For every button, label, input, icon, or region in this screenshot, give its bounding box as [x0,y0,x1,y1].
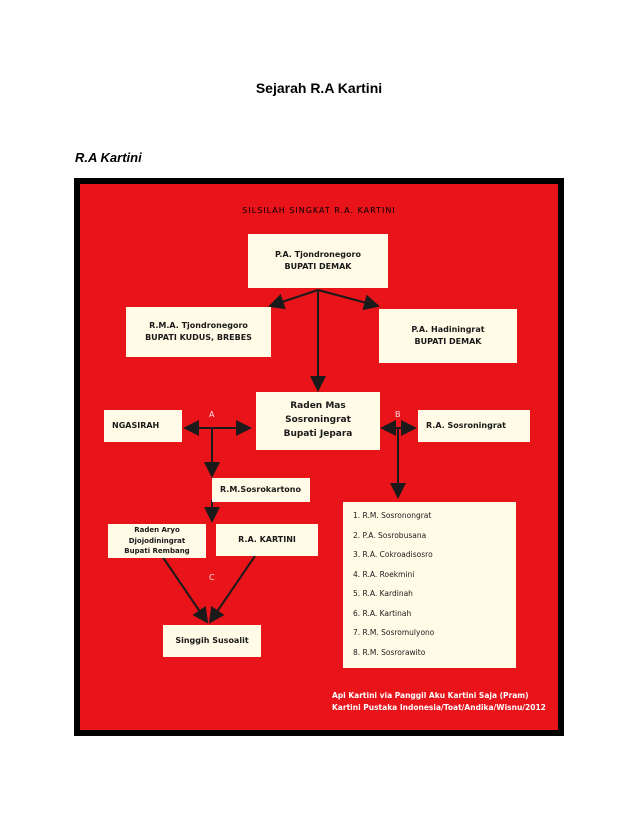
list-item: 5. R.A. Kardinah [353,589,413,598]
node-rma-tjondronegoro: R.M.A. Tjondronegoro BUPATI KUDUS, BREBE… [126,307,271,357]
node-title: Bupati Rembang [124,547,190,556]
node-name: Raden Mas Sosroningrat [285,401,351,426]
node-singgih: Singgih Susoalit [163,625,261,657]
list-item: 1. R.M. Sosronongrat [353,511,432,520]
figure-credit: Api Kartini via Panggil Aku Kartini Saja… [332,690,562,713]
list-item: 6. R.A. Kartinah [353,608,412,618]
node-sosrokartono: R.M.Sosrokartono [212,478,310,502]
page-title: Sejarah R.A Kartini [255,80,383,96]
node-title: Bupati Jepara [283,428,353,439]
list-item: 3. R.A. Cokroadisosro [353,550,433,559]
node-name: P.A. Hadiningrat [411,324,485,334]
node-name: Singgih Susoalit [175,635,249,645]
node-name: R.M.Sosrokartono [220,484,301,494]
chart-title: SILSILAH SINGKAT R.A. KARTINI [242,206,396,215]
node-hadiningrat: P.A. Hadiningrat BUPATI DEMAK [379,309,517,363]
node-name: R.M.A. Tjondronegoro [149,320,248,330]
node-title: BUPATI DEMAK [414,337,482,346]
node-ra-sosroningrat: R.A. Sosroningrat [418,410,530,442]
node-name: P.A. Tjondronegoro [275,249,361,259]
list-item: 8. R.M. Sosrorawito [353,647,426,657]
node-name: R.A. Sosroningrat [426,420,506,430]
list-item: 2. P.A. Sosrobusana [353,530,427,540]
branch-letter-c: C [209,573,215,582]
node-title: BUPATI KUDUS, BREBES [145,333,252,342]
node-sosroningrat: Raden Mas Sosroningrat Bupati Jepara [256,392,380,450]
node-kartini: R.A. KARTINI [216,524,318,556]
node-name: NGASIRAH [112,420,160,430]
node-tjondronegoro: P.A. Tjondronegoro BUPATI DEMAK [248,234,388,288]
list-item: 7. R.M. Sosromulyono [353,628,435,637]
node-djojodiningrat: Raden Aryo Djojodiningrat Bupati Rembang [108,524,206,558]
node-title: BUPATI DEMAK [284,262,352,271]
node-name: Raden Aryo Djojodiningrat [128,526,186,545]
credit-line: Api Kartini via Panggil Aku Kartini Saja… [332,691,529,700]
section-subtitle: R.A Kartini [75,150,142,165]
branch-letter-b: B [395,410,401,419]
list-item: 4. R.A. Roekmini [353,569,415,579]
node-name: R.A. KARTINI [238,534,296,544]
node-ngasirah: NGASIRAH [104,410,182,442]
children-list: 1. R.M. Sosronongrat 2. P.A. Sosrobusana… [343,502,516,668]
branch-letter-a: A [209,410,215,419]
credit-line: Kartini Pustaka Indonesia/Toat/Andika/Wi… [332,702,546,712]
